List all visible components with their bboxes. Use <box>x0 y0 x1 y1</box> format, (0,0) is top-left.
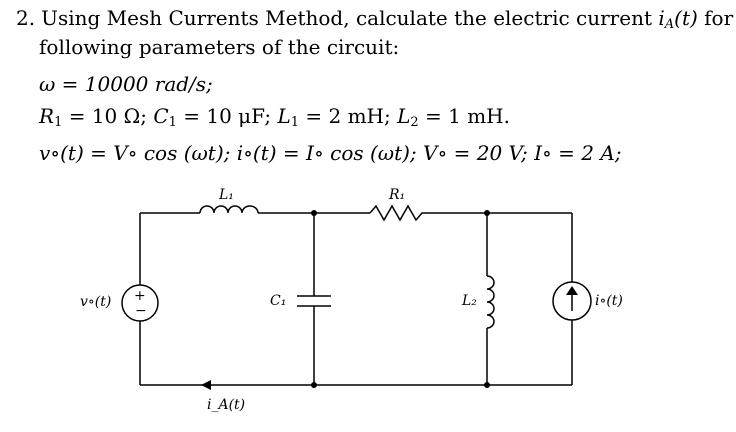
node <box>311 382 317 388</box>
problem-line-1: 2.Using Mesh Currents Method, calculate … <box>16 6 736 37</box>
node <box>311 210 317 216</box>
problem-text-1-end: for the <box>704 6 736 30</box>
label-C1: C₁ <box>270 293 286 309</box>
node <box>484 210 490 216</box>
label-vsrc: v∘(t) <box>80 294 111 310</box>
label-L1: L₁ <box>218 187 234 203</box>
voltage-source <box>121 284 159 322</box>
current-source <box>552 281 592 321</box>
label-isrc: i∘(t) <box>595 293 623 309</box>
vsrc-plus: + <box>134 288 146 304</box>
label-L2: L₂ <box>461 293 477 309</box>
problem-line-2: following parameters of the circuit: <box>39 35 400 59</box>
problem-statement: 2.Using Mesh Currents Method, calculate … <box>0 0 736 190</box>
vsrc-minus: − <box>135 303 147 319</box>
node <box>484 382 490 388</box>
current-source-arrow-head <box>566 286 578 295</box>
omega-parameter: ω = 10000 rad/s; <box>39 72 213 96</box>
problem-number: 2. <box>16 6 36 30</box>
resistor-R1 <box>369 204 430 222</box>
inductor-L1 <box>199 205 259 214</box>
current-arrow-iA <box>201 380 211 390</box>
label-iA: i_A(t) <box>207 397 245 413</box>
label-R1: R₁ <box>388 187 405 203</box>
inductor-L2 <box>486 275 495 329</box>
target-variable: iA(t) <box>658 6 698 32</box>
source-parameters: v∘(t) = V∘ cos (ωt); i∘(t) = I∘ cos (ωt)… <box>39 141 622 165</box>
component-parameters: R1 = 10 Ω; C1 = 10 μF; L1 = 2 mH; L2 = 1… <box>39 104 510 130</box>
problem-text-1: Using Mesh Currents Method, calculate th… <box>41 6 652 30</box>
capacitor-C1 <box>297 295 331 307</box>
